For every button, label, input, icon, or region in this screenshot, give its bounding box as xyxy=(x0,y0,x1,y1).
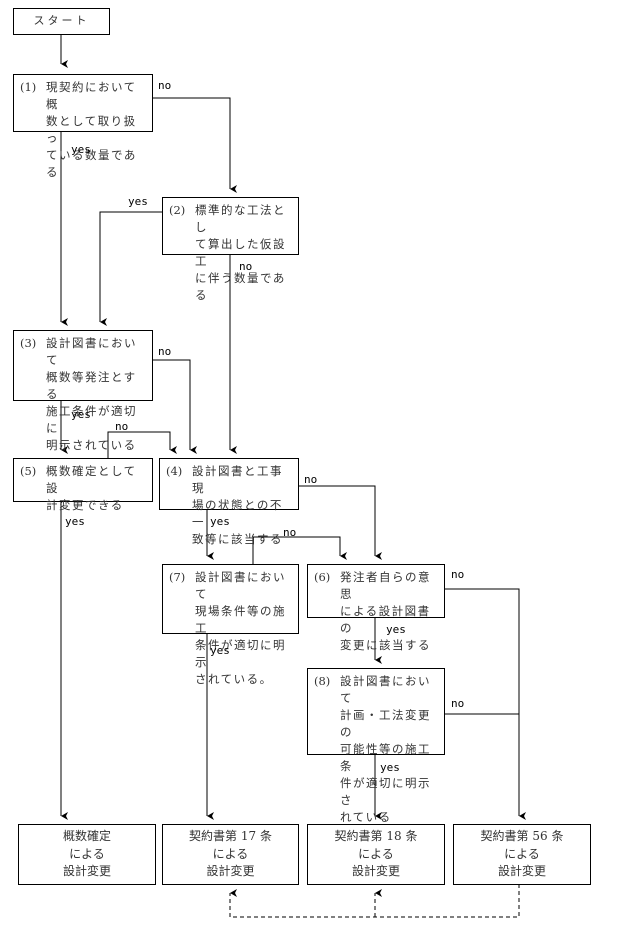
result-line: 設計変更 xyxy=(351,864,400,878)
arrow-3-no-to-4 xyxy=(152,359,197,454)
decision-5: (5) 概数確定として設 計変更できる xyxy=(13,458,153,512)
decision-number: (2) xyxy=(169,203,186,217)
arrow-2-yes-to-3 xyxy=(99,211,162,326)
result-line: 設計変更 xyxy=(206,864,255,878)
result-line: による xyxy=(504,846,540,861)
decision-text: 設計図書において 計画・工法変更の 可能性等の施工条 件が適切に明示さ れている xyxy=(340,674,431,824)
label-8-no: no xyxy=(451,697,465,710)
decision-text: 概数確定として設 計変更できる xyxy=(46,464,137,512)
arrow-1-no-to-2 xyxy=(152,97,237,193)
arrow-7-no-to-6 xyxy=(252,536,347,564)
label-3-no: no xyxy=(158,345,172,358)
label-4-yes: yes xyxy=(210,515,230,528)
decision-number: (8) xyxy=(314,674,331,688)
label-6-yes: yes xyxy=(386,623,406,636)
label-2-no: no xyxy=(239,260,253,273)
result-article-18: 契約書第 18 条 による 設計変更 xyxy=(307,824,445,885)
decision-number: (6) xyxy=(314,570,331,584)
decision-6: (6) 発注者自らの意思 による設計図書の 変更に該当する xyxy=(307,564,445,652)
result-line: 契約書第 17 条 xyxy=(189,829,272,843)
decision-3: (3) 設計図書において 概数等発注とする 施工条件が適切に 明示されている xyxy=(13,330,153,452)
result-line: による xyxy=(212,846,249,861)
label-1-yes: yes xyxy=(71,143,91,156)
label-5-no: no xyxy=(115,420,129,433)
decision-text: 設計図書において 現場条件等の施工 条件が適切に明示 されている。 xyxy=(195,570,286,686)
decision-2: (2) 標準的な工法とし て算出した仮設工 に伴う数量である xyxy=(162,197,299,302)
decision-text: 設計図書において 概数等発注とする 施工条件が適切に 明示されている xyxy=(46,336,137,452)
decision-number: (1) xyxy=(20,80,37,94)
decision-text: 設計図書と工事現 場の状態との不一 致等に該当する xyxy=(192,464,283,546)
label-5-yes: yes xyxy=(65,515,85,528)
decision-4: (4) 設計図書と工事現 場の状態との不一 致等に該当する xyxy=(159,458,299,546)
decision-text: 標準的な工法とし て算出した仮設工 に伴う数量である xyxy=(195,203,286,302)
label-4-no: no xyxy=(304,473,318,486)
label-7-no: no xyxy=(283,526,297,539)
result-line: による xyxy=(358,846,394,861)
result-line: 概数確定 xyxy=(62,829,111,843)
label-8-yes: yes xyxy=(380,761,400,774)
result-line: による xyxy=(69,846,105,861)
result-line: 契約書第 56 条 xyxy=(480,829,564,843)
result-article-17: 契約書第 17 条 による 設計変更 xyxy=(162,824,299,885)
label-2-yes: yes xyxy=(128,195,148,208)
start-node: スタート xyxy=(13,8,110,35)
result-line: 設計変更 xyxy=(497,864,546,878)
arrow-6-no-to-result4 xyxy=(444,588,526,820)
arrow-5-no-to-4 xyxy=(107,431,177,458)
decision-number: (4) xyxy=(166,464,183,478)
result-line: 設計変更 xyxy=(62,864,111,878)
decision-7: (7) 設計図書において 現場条件等の施工 条件が適切に明示 されている。 xyxy=(162,564,299,686)
decision-number: (5) xyxy=(20,464,37,478)
label-7-yes: yes xyxy=(210,644,230,657)
result-line: 契約書第 18 条 xyxy=(334,829,418,843)
decision-number: (7) xyxy=(169,570,186,584)
result-article-56: 契約書第 56 条 による 設計変更 xyxy=(453,824,591,885)
arrow-4-no-to-6 xyxy=(298,485,382,560)
label-1-no: no xyxy=(158,79,172,92)
decision-text: 現契約において概 数として取り扱っ ている数量である xyxy=(46,80,137,179)
decision-number: (3) xyxy=(20,336,37,350)
decision-text: 発注者自らの意思 による設計図書の 変更に該当する xyxy=(340,570,431,652)
label-3-yes: yes xyxy=(71,408,91,421)
decision-1: (1) 現契約において概 数として取り扱っ ている数量である xyxy=(13,74,153,179)
decision-8: (8) 設計図書において 計画・工法変更の 可能性等の施工条 件が適切に明示さ … xyxy=(307,668,445,824)
label-6-no: no xyxy=(451,568,465,581)
result-approx-confirmation: 概数確定 による 設計変更 xyxy=(18,824,156,885)
